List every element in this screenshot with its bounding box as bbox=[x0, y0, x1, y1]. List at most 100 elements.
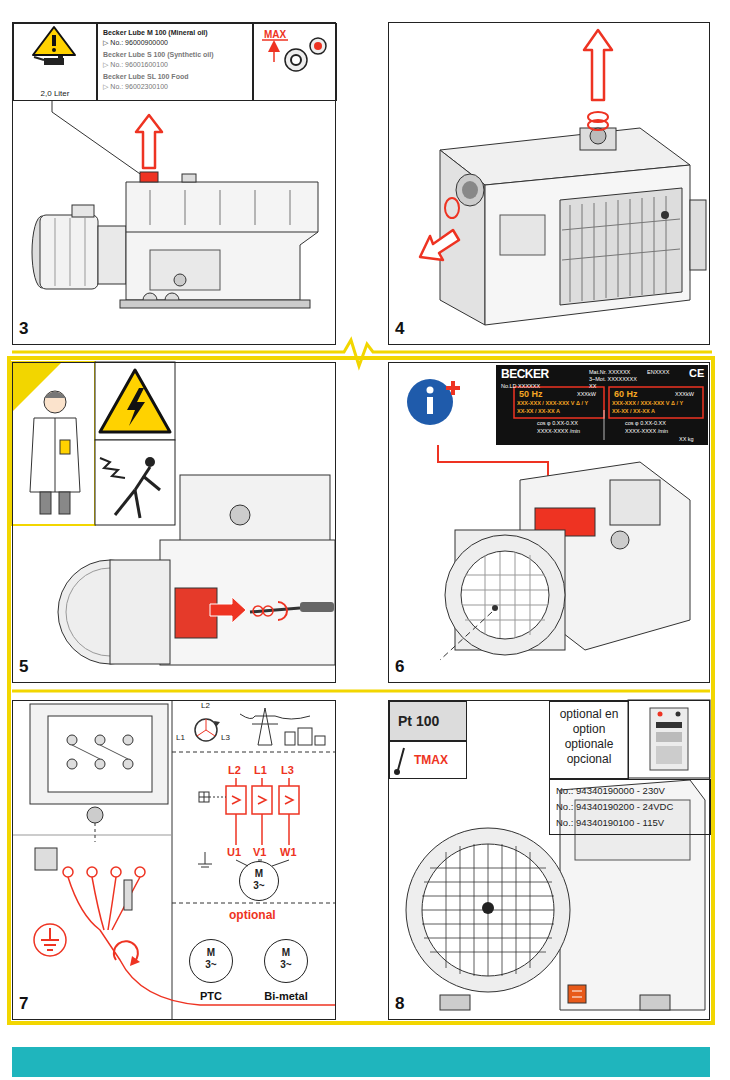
pump-terminal-view-part bbox=[278, 602, 287, 620]
nameplate-plate-part bbox=[514, 387, 604, 418]
pump-terminal-view-part bbox=[110, 560, 170, 664]
contactor-circuit-part-part bbox=[285, 796, 293, 804]
motor-fan-view-part bbox=[640, 995, 670, 1010]
panel: 5 bbox=[12, 362, 336, 683]
contactor-circuit-part bbox=[272, 860, 289, 866]
pump-iso-view-part bbox=[456, 174, 484, 206]
terminal-box-illustration-part bbox=[48, 716, 152, 792]
oil-icon-cell: 2,0 Liter bbox=[13, 23, 97, 101]
pump-side-view-part bbox=[150, 190, 151, 225]
pump-rear-view-part-part bbox=[462, 590, 548, 591]
terminal-box-illustration-part-part bbox=[34, 924, 66, 956]
safety-icons-part bbox=[100, 458, 125, 478]
pylon-icon bbox=[240, 708, 325, 745]
motor-fan-view-part bbox=[568, 985, 586, 1003]
section-divider bbox=[9, 340, 713, 1023]
sight-glass-icon-part bbox=[273, 52, 275, 62]
thermometer-icon bbox=[394, 748, 404, 775]
node-text: 3~ bbox=[253, 880, 264, 892]
pump-rear-view-part-part bbox=[515, 552, 516, 638]
safety-icons-part bbox=[145, 457, 155, 467]
sight-glass-icon-part bbox=[310, 38, 326, 54]
section-divider-part bbox=[9, 358, 713, 1023]
panel-dividers-part bbox=[172, 752, 336, 753]
terminal-box-illustration-part bbox=[123, 735, 133, 745]
removal-arrows-part bbox=[420, 230, 459, 260]
sight-glass-icon-part bbox=[285, 49, 307, 71]
pump-side-view-part bbox=[70, 218, 71, 286]
contactor-circuit-part bbox=[199, 797, 209, 798]
fill-arrow bbox=[136, 115, 162, 168]
pump-iso-view-part-part bbox=[618, 200, 619, 297]
safety-icons-part bbox=[12, 362, 95, 525]
node-text: 60 Hz bbox=[614, 389, 638, 399]
sight-glass-icon-part bbox=[268, 40, 280, 52]
rotation-symbol-part bbox=[195, 719, 217, 741]
leader-line bbox=[52, 100, 143, 176]
info-icon-part bbox=[446, 386, 460, 390]
pump-side-view-part bbox=[220, 190, 221, 225]
pump-iso-view-part bbox=[661, 211, 669, 219]
motor-fan-view-part bbox=[422, 844, 554, 976]
controller-image-part bbox=[656, 732, 682, 742]
controller-image-part bbox=[658, 712, 663, 717]
pylon-icon-part bbox=[252, 724, 278, 725]
pump-iso-view-part-part bbox=[666, 196, 667, 293]
terminal-box-illustration-part bbox=[34, 867, 336, 1005]
node-text: XX-XX / XX-XX A bbox=[612, 408, 655, 414]
contactor-circuit-part-part bbox=[252, 786, 272, 814]
motor-fan-view-part bbox=[560, 780, 705, 1010]
contactor-circuit-part-part bbox=[235, 778, 237, 786]
terminal-box-illustration-part bbox=[49, 928, 51, 940]
node-text: ENXXXX bbox=[647, 369, 669, 375]
node-text: BECKER bbox=[501, 368, 549, 382]
pump-iso-view-part-part bbox=[630, 199, 631, 296]
motor-symbol: M3~ bbox=[239, 861, 279, 901]
terminal-box-illustration-part bbox=[95, 823, 96, 842]
contactor-circuit-part bbox=[205, 852, 206, 864]
panel: 8Pt 100TMAXoptional en option optionale … bbox=[388, 700, 710, 1020]
motor-fan-view-part bbox=[440, 995, 470, 1010]
section-divider-part bbox=[12, 690, 710, 693]
motor-fan-view-part-part bbox=[460, 846, 461, 974]
pump-iso-view bbox=[440, 128, 706, 325]
contactor-circuit-part-part bbox=[288, 814, 290, 845]
node-text: cos φ 0.XX-0.XX bbox=[625, 420, 666, 426]
pump-side-view-part bbox=[120, 300, 310, 308]
pump-rear-view-part-part bbox=[465, 620, 545, 621]
label-text: L2 bbox=[201, 701, 210, 710]
safety-icons bbox=[12, 362, 175, 525]
pump-iso-view-part-part bbox=[654, 197, 655, 294]
contactor-circuit-part-part bbox=[261, 778, 263, 786]
label-text: optional bbox=[229, 909, 276, 923]
pump-rear-view-part-part bbox=[485, 555, 486, 635]
motor-fan-view-part bbox=[572, 991, 582, 992]
contactor-circuit-part-part bbox=[226, 786, 246, 814]
node-text: 3~Mot. XXXXXXXX bbox=[589, 376, 637, 382]
contactor-circuit-part bbox=[209, 797, 226, 798]
pylon-icon-part bbox=[298, 728, 312, 745]
terminal-box-illustration-part-part bbox=[135, 867, 145, 877]
nameplate-plate bbox=[496, 365, 708, 445]
pylon-icon-part bbox=[255, 716, 275, 717]
terminal-box-illustration-part bbox=[12, 835, 172, 836]
pylon-icon-part bbox=[285, 732, 295, 745]
panel: 32,0 LiterBecker Lube M 100 (Mineral oil… bbox=[12, 22, 336, 345]
label-text: L3 bbox=[221, 733, 230, 742]
pump-rear-view-part bbox=[461, 551, 549, 639]
pump-side-view bbox=[32, 172, 318, 308]
pump-rear-view-part-part bbox=[465, 575, 545, 576]
pump-rear-view-part bbox=[462, 552, 548, 638]
panel: 7M3~M3~PTCM3~Bi-metal bbox=[12, 700, 336, 1020]
node-text: 50 Hz bbox=[519, 389, 543, 399]
pump-terminal-view-part bbox=[160, 540, 335, 665]
pump-iso-view-part-part bbox=[642, 198, 643, 295]
pump-rear-view-part bbox=[440, 612, 492, 660]
bimetal-motor-symbol: M3~Bi-metal bbox=[264, 939, 308, 983]
ptc-motor-symbol: M3~PTC bbox=[189, 939, 233, 983]
safety-icons-part bbox=[30, 418, 80, 492]
panel-dividers-part bbox=[172, 903, 336, 904]
pump-side-view-part bbox=[140, 172, 158, 182]
